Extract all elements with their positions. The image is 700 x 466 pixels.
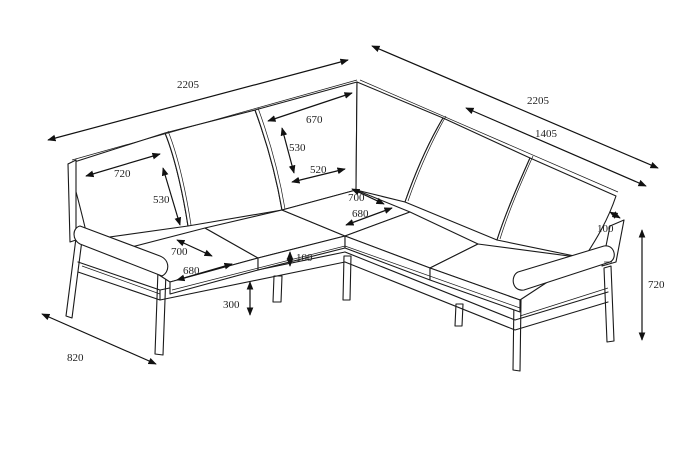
dim-seat-height: 300	[223, 299, 240, 311]
legs	[65, 237, 615, 372]
dim-cushion-thickness-back: 100	[597, 223, 614, 235]
dim-corner-seat-depth: 700	[348, 192, 365, 204]
right-frame	[344, 251, 609, 331]
dim-cushion-thickness-front: 100	[296, 252, 313, 264]
left-frame	[77, 251, 346, 301]
armrests	[73, 225, 615, 291]
dim-overall-height: 720	[648, 279, 665, 291]
dim-corner-back-bottom-width: 520	[310, 164, 327, 176]
dim-corner-seat-width: 680	[352, 208, 369, 220]
dimension-lines	[41, 45, 659, 365]
dim-left-total-length: 2205	[177, 79, 199, 91]
dim-left-seat-depth: 700	[171, 246, 188, 258]
dim-right-total-length: 2205	[527, 95, 549, 107]
dim-corner-back-height: 530	[289, 142, 306, 154]
dim-left-back-width: 720	[114, 168, 131, 180]
dim-corner-back-top-width: 670	[306, 114, 323, 126]
dim-left-seat-width: 680	[183, 265, 200, 277]
dim-overall-depth: 820	[67, 352, 84, 364]
dim-left-back-height: 530	[153, 194, 170, 206]
dim-right-section-length: 1405	[535, 128, 557, 140]
